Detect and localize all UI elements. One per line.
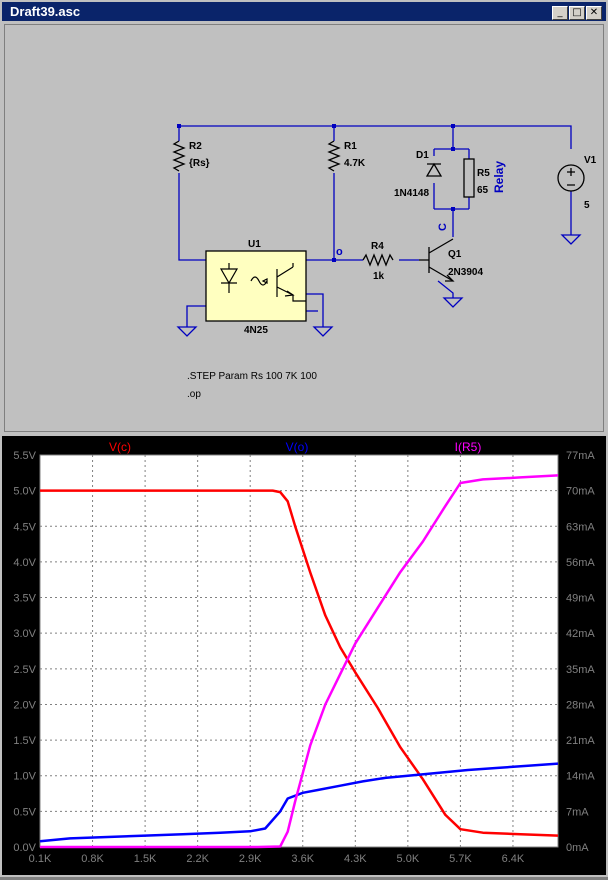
component-labels: R2 {Rs} R1 4.7K D1 1N4148 R5 65 V1 5 U1 …: [187, 141, 597, 400]
x-tick-label: 5.0K: [397, 853, 420, 865]
left-tick-label: 0.5V: [13, 806, 36, 818]
r4-name: R4: [371, 241, 384, 252]
r5-value: 65: [477, 185, 489, 196]
maximize-button[interactable]: □: [569, 6, 585, 20]
component-bodies: [172, 140, 585, 282]
right-tick-label: 70mA: [566, 486, 595, 498]
v1-value: 5: [584, 200, 590, 211]
x-tick-label: 0.1K: [29, 853, 52, 865]
schematic-canvas: R2 {Rs} R1 4.7K D1 1N4148 R5 65 V1 5 U1 …: [172, 124, 597, 400]
right-tick-label: 56mA: [566, 557, 595, 569]
resistor-r1: [327, 140, 341, 172]
left-tick-label: 2.5V: [13, 664, 36, 676]
ground-symbols: [176, 234, 582, 337]
trace-vc[interactable]: [40, 489, 559, 837]
window-title: Draft39.asc: [10, 4, 81, 19]
x-tick-label: 4.3K: [344, 853, 367, 865]
schematic-pane[interactable]: R2 {Rs} R1 4.7K D1 1N4148 R5 65 V1 5 U1 …: [4, 24, 604, 432]
x-tick-label: 0.8K: [81, 853, 104, 865]
x-tick-label: 5.7K: [449, 853, 472, 865]
x-tick-label: 6.4K: [502, 853, 525, 865]
right-tick-label: 49mA: [566, 593, 595, 605]
net-label-c: C: [437, 223, 449, 231]
trace-ir5[interactable]: [40, 474, 559, 849]
right-tick-label: 14mA: [566, 771, 595, 783]
traces: [39, 474, 559, 849]
x-tick-label: 3.6K: [291, 853, 314, 865]
op-directive: .op: [187, 389, 201, 400]
right-tick-label: 35mA: [566, 664, 595, 676]
resistor-r5: [463, 158, 475, 198]
r2-value: {Rs}: [189, 158, 210, 169]
right-tick-label: 7mA: [566, 806, 589, 818]
r5-name: R5: [477, 168, 490, 179]
trace-vo[interactable]: [39, 762, 559, 843]
r4-value: 1k: [373, 271, 385, 282]
q1-value: 2N3904: [448, 267, 483, 278]
minimize-button[interactable]: _: [552, 6, 568, 20]
x-tick-label: 2.2K: [186, 853, 209, 865]
tick-labels: 0.0V 0.5V 1.0V 1.5V 2.0V 2.5V 3.0V 3.5V 4.0V 4.5V…: [13, 450, 595, 865]
d1-name: D1: [416, 150, 429, 161]
right-tick-label: 77mA: [566, 450, 595, 462]
net-label-o: o: [336, 246, 343, 258]
r1-name: R1: [344, 141, 357, 152]
waveform-pane[interactable]: 0.0V 0.5V 1.0V 1.5V 2.0V 2.5V 3.0V 3.5V 4.0V 4.5V…: [2, 436, 606, 875]
left-tick-label: 1.5V: [13, 735, 36, 747]
left-tick-label: 3.0V: [13, 628, 36, 640]
waveform-chart: 0.0V 0.5V 1.0V 1.5V 2.0V 2.5V 3.0V 3.5V 4.0V 4.5V…: [13, 440, 595, 865]
v1-name: V1: [584, 155, 597, 166]
diode-d1: [425, 162, 443, 177]
legend-item[interactable]: V(c): [109, 440, 131, 454]
resistor-r2: [172, 140, 186, 172]
plot-area: [39, 454, 559, 848]
left-tick-label: 5.0V: [13, 486, 36, 498]
u1-name: U1: [248, 239, 261, 250]
left-tick-label: 2.0V: [13, 699, 36, 711]
resistor-r4: [362, 253, 394, 267]
left-tick-label: 4.5V: [13, 521, 36, 533]
right-tick-label: 28mA: [566, 699, 595, 711]
step-directive: .STEP Param Rs 100 7K 100: [187, 371, 317, 382]
legend: V(c) V(o) I(R5): [109, 440, 481, 454]
junctions: [177, 124, 455, 262]
left-tick-label: 3.5V: [13, 593, 36, 605]
net-labels: o C Relay: [336, 161, 506, 258]
source-v1: [557, 164, 585, 192]
r2-name: R2: [189, 141, 202, 152]
left-tick-label: 1.0V: [13, 771, 36, 783]
right-tick-label: 21mA: [566, 735, 595, 747]
q1-name: Q1: [448, 249, 462, 260]
title-bar[interactable]: Draft39.asc _ □ ✕: [2, 2, 606, 21]
transistor-q1: [419, 238, 454, 282]
legend-item[interactable]: I(R5): [455, 440, 482, 454]
u1-value: 4N25: [244, 325, 268, 336]
legend-item[interactable]: V(o): [286, 440, 309, 454]
close-button[interactable]: ✕: [586, 6, 602, 20]
d1-value: 1N4148: [394, 188, 429, 199]
x-tick-label: 2.9K: [239, 853, 262, 865]
relay-label: Relay: [492, 161, 506, 193]
right-tick-label: 63mA: [566, 521, 595, 533]
x-tick-label: 1.5K: [134, 853, 157, 865]
optocoupler-u1: [205, 250, 307, 322]
right-tick-label: 42mA: [566, 628, 595, 640]
left-tick-label: 5.5V: [13, 450, 36, 462]
r1-value: 4.7K: [344, 158, 366, 169]
left-tick-label: 0.0V: [13, 842, 36, 854]
left-tick-label: 4.0V: [13, 557, 36, 569]
right-tick-label: 0mA: [566, 842, 589, 854]
